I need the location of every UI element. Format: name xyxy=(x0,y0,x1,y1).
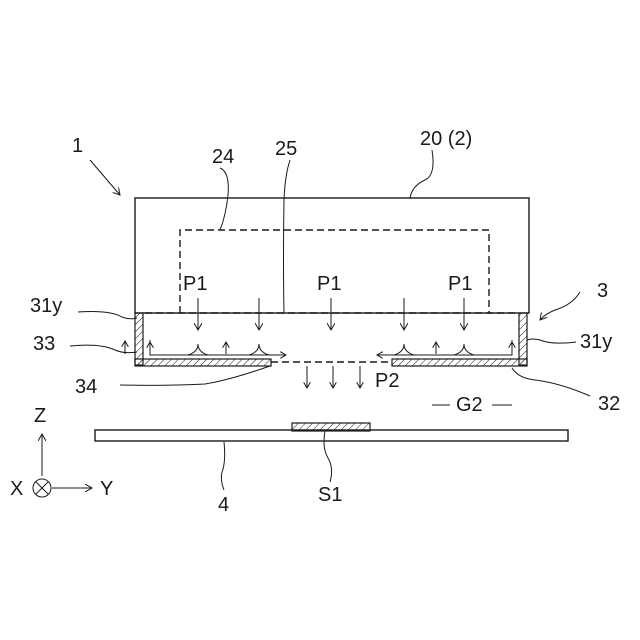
leader-32 xyxy=(512,368,590,396)
sample-s1 xyxy=(292,423,370,431)
label-ref-4: 4 xyxy=(218,494,229,516)
label-p1-left: P1 xyxy=(183,273,207,295)
leader-33 xyxy=(70,345,137,353)
flow-curve-l2 xyxy=(249,344,269,355)
leader-s1 xyxy=(324,431,332,482)
label-ref-3: 3 xyxy=(597,280,608,302)
flow-line-right xyxy=(377,340,512,355)
label-ref-20: 20 (2) xyxy=(420,128,472,150)
label-ref-1: 1 xyxy=(72,135,83,157)
bottom-plate-left xyxy=(135,359,271,366)
flow-curve-r1 xyxy=(394,344,414,355)
label-g2: G2 xyxy=(456,394,483,416)
leader-31y-right xyxy=(527,339,576,343)
side-wall-31y-left xyxy=(135,313,143,365)
label-p2: P2 xyxy=(375,370,399,392)
leader-3 xyxy=(540,292,580,320)
label-p1-center: P1 xyxy=(317,273,341,295)
label-ref-24: 24 xyxy=(212,146,234,168)
label-axis-z: Z xyxy=(34,405,46,427)
label-s1: S1 xyxy=(318,484,342,506)
leader-24 xyxy=(220,168,228,230)
label-p1-right: P1 xyxy=(448,273,472,295)
side-wall-31y-right xyxy=(519,313,527,365)
label-ref-25: 25 xyxy=(275,138,297,160)
flow-line-left xyxy=(150,340,286,355)
leader-1 xyxy=(90,160,120,195)
leader-20 xyxy=(410,150,433,198)
label-ref-34: 34 xyxy=(75,376,97,398)
leader-31y-left xyxy=(78,312,137,319)
leader-34 xyxy=(120,366,270,385)
head-body-20 xyxy=(135,198,529,313)
flow-curve-r2 xyxy=(454,344,474,355)
substrate-4 xyxy=(95,430,568,441)
label-ref-31y-left: 31y xyxy=(30,295,62,317)
leader-25 xyxy=(284,160,291,313)
label-ref-33: 33 xyxy=(33,333,55,355)
leader-4 xyxy=(221,442,224,490)
label-ref-31y-right: 31y xyxy=(580,331,612,353)
label-axis-y: Y xyxy=(100,478,113,500)
bottom-plate-right xyxy=(392,359,527,366)
label-axis-x: X xyxy=(10,478,23,500)
inner-chamber-24 xyxy=(180,230,489,313)
label-ref-32: 32 xyxy=(598,393,620,415)
flow-curve-l1 xyxy=(188,344,208,355)
